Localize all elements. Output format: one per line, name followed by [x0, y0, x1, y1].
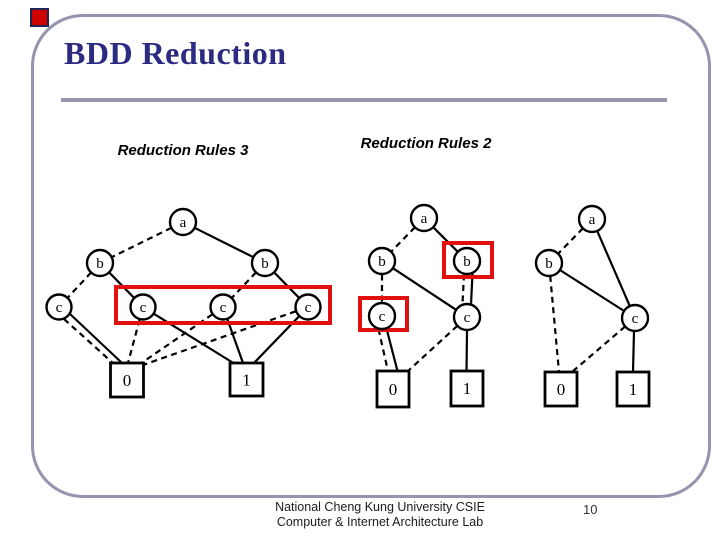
g1-node-c3-label: c [220, 300, 227, 316]
g3-edge-a-c-high [596, 230, 631, 307]
g3-terminal-0: 0 [543, 370, 579, 408]
g2-edge-b2-c2-low [461, 274, 466, 304]
g3-terminal-0-label: 0 [557, 380, 566, 399]
g3-edge-c-t0-low [571, 325, 626, 373]
g2-redundant-b-highlight-box [442, 241, 494, 279]
g2-edge-a-b2-high [432, 226, 459, 253]
g1-edge-c1-t0-high [69, 313, 123, 364]
g3-edge-c-t1-high [631, 330, 636, 373]
footer-line-1: National Cheng Kung University CSIE [275, 500, 485, 514]
g2-edge-c2-t0-low [407, 324, 459, 372]
g2-terminal-0: 0 [375, 369, 411, 409]
g3-node-b: b [534, 248, 564, 278]
slide-border-frame [31, 14, 711, 498]
corner-accent-square [30, 8, 49, 27]
g1-node-c4-label: c [305, 300, 312, 316]
g1-edge-c4-t0-low [142, 310, 297, 367]
g3-terminal-1-label: 1 [629, 380, 638, 399]
g2-edge-c1-t0-high [385, 328, 399, 372]
g1-edge-c1-t0-low [63, 318, 115, 365]
g3-edge-a-b-low [557, 227, 584, 255]
g2-node-a: a [409, 203, 439, 233]
g2-edge-b1-c2-high [392, 267, 457, 311]
g3-node-c-label: c [632, 311, 639, 327]
g3-edge-b-t0-low [549, 275, 561, 373]
g1-node-b2-label: b [261, 256, 269, 272]
g2-node-a-label: a [421, 211, 428, 227]
slide-title: BDD Reduction [64, 35, 287, 71]
g3-node-b-label: b [545, 256, 553, 272]
g1-node-c4: c [294, 293, 322, 321]
g2-node-b2: b [452, 246, 482, 276]
g1-node-c3: c [209, 293, 237, 321]
g1-edge-a-b2-high [194, 226, 254, 259]
g1-edge-a-b1-low [111, 226, 172, 259]
g3-node-a-label: a [589, 212, 596, 228]
g1-node-b2: b [250, 248, 280, 278]
g3-edge-b-c-high [559, 269, 625, 312]
g1-node-a: a [168, 207, 198, 237]
g2-node-c1: c [367, 301, 397, 331]
g1-edge-c3-t1-high [226, 318, 245, 364]
g1-node-a-label: a [180, 215, 187, 231]
g2-edge-c1-t0-low [377, 328, 390, 372]
g2-node-c2-label: c [464, 310, 471, 326]
bdd-graph-1: a b b c c c c 0 [45, 207, 332, 399]
g2-terminal-0-label: 0 [389, 380, 398, 399]
g2-node-b1: b [367, 246, 397, 276]
bdd-graph-2: a b b c c 0 1 [358, 203, 494, 409]
g1-terminal-0: 0 [109, 361, 145, 399]
bdd-graph-3: a b c 0 1 [534, 204, 651, 408]
g1-node-c2: c [129, 293, 157, 321]
g1-merge-highlight-box [114, 285, 332, 325]
g1-edge-b2-c3-low [231, 271, 257, 299]
g2-terminal-1-label: 1 [463, 379, 472, 398]
g1-node-b1-label: b [96, 256, 104, 272]
g2-node-b2-label: b [463, 254, 471, 270]
footer-line-2: Computer & Internet Architecture Lab [276, 515, 484, 529]
g3-node-c: c [620, 303, 650, 333]
label-reduction-rules-3: Reduction Rules 3 [117, 142, 249, 159]
g1-terminal-1: 1 [228, 361, 265, 398]
g2-node-b1-label: b [378, 254, 386, 270]
g2-edge-a-b1-low [390, 226, 416, 253]
g1-edge-c2-t0-low [126, 319, 141, 364]
g2-terminal-1: 1 [449, 369, 485, 408]
g2-node-c2: c [452, 302, 482, 332]
g1-node-c2-label: c [140, 300, 147, 316]
g1-edge-b1-c1-low [67, 271, 92, 299]
label-reduction-rules-2: Reduction Rules 2 [360, 135, 492, 152]
g1-node-b1: b [85, 248, 115, 278]
g1-node-c1-label: c [56, 300, 63, 316]
footer: National Cheng Kung University CSIE Comp… [250, 500, 510, 530]
g1-node-c1: c [45, 293, 73, 321]
title-divider [61, 98, 667, 102]
g2-edge-c2-t1-high [465, 329, 469, 372]
g1-terminal-0-label: 0 [123, 371, 132, 390]
g2-node-c1-label: c [379, 309, 386, 325]
page-number: 10 [583, 502, 598, 517]
g3-node-a: a [577, 204, 607, 234]
g3-terminal-1: 1 [615, 370, 651, 408]
g1-terminal-1-label: 1 [242, 371, 251, 390]
